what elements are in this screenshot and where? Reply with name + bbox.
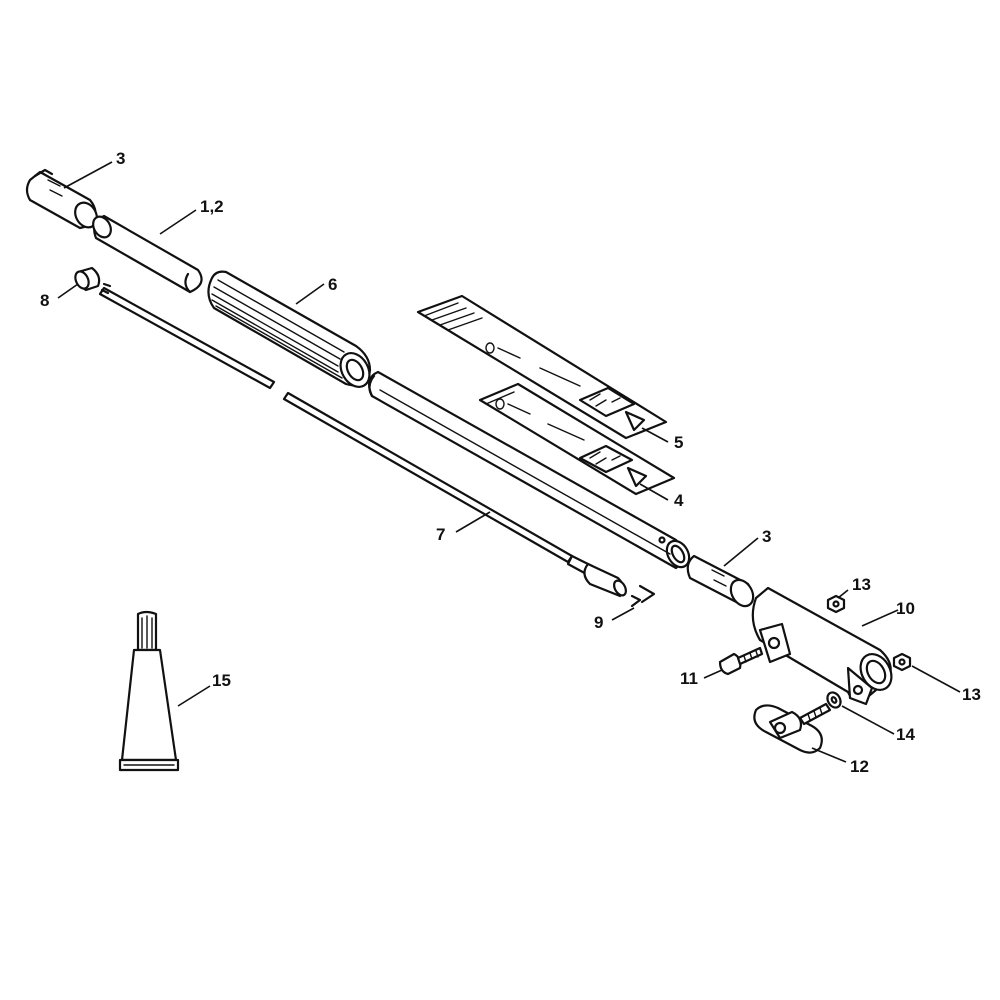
bushing-upper (25, 168, 98, 230)
nut-upper (826, 594, 846, 614)
snap-clip (630, 584, 656, 608)
callout-labels: 3 1,2 8 6 5 4 7 3 9 13 10 11 13 14 12 15 (40, 149, 981, 776)
callout-13-upper: 13 (852, 575, 871, 594)
callout-11: 11 (680, 669, 698, 688)
callout-7: 7 (436, 525, 445, 544)
callout-9: 9 (594, 613, 603, 632)
callout-10: 10 (896, 599, 915, 618)
decal-upper (416, 294, 668, 440)
leader-lines (57, 161, 961, 763)
sleeve-small (74, 266, 101, 292)
washer (826, 691, 842, 709)
drive-tube-short (92, 214, 203, 294)
callout-3-lower: 3 (762, 527, 771, 546)
grease-tube (118, 610, 180, 772)
callout-4: 4 (674, 491, 684, 510)
callout-14: 14 (896, 725, 915, 744)
callout-15: 15 (212, 671, 231, 690)
drive-shaft (98, 282, 627, 598)
callout-13-lower: 13 (962, 685, 981, 704)
callout-5: 5 (674, 433, 683, 452)
grip-handle (207, 270, 372, 388)
decal-lower (478, 382, 676, 496)
clamp-housing (751, 586, 893, 706)
bushing-lower (686, 554, 755, 608)
nut-lower (892, 652, 912, 672)
callout-3-upper: 3 (116, 149, 125, 168)
drive-tube-long (367, 370, 691, 570)
wing-knob (753, 702, 832, 754)
screw (718, 646, 764, 676)
callout-1-2: 1,2 (200, 197, 224, 216)
callout-12: 12 (850, 757, 869, 776)
callout-8: 8 (40, 291, 49, 310)
callout-6: 6 (328, 275, 337, 294)
